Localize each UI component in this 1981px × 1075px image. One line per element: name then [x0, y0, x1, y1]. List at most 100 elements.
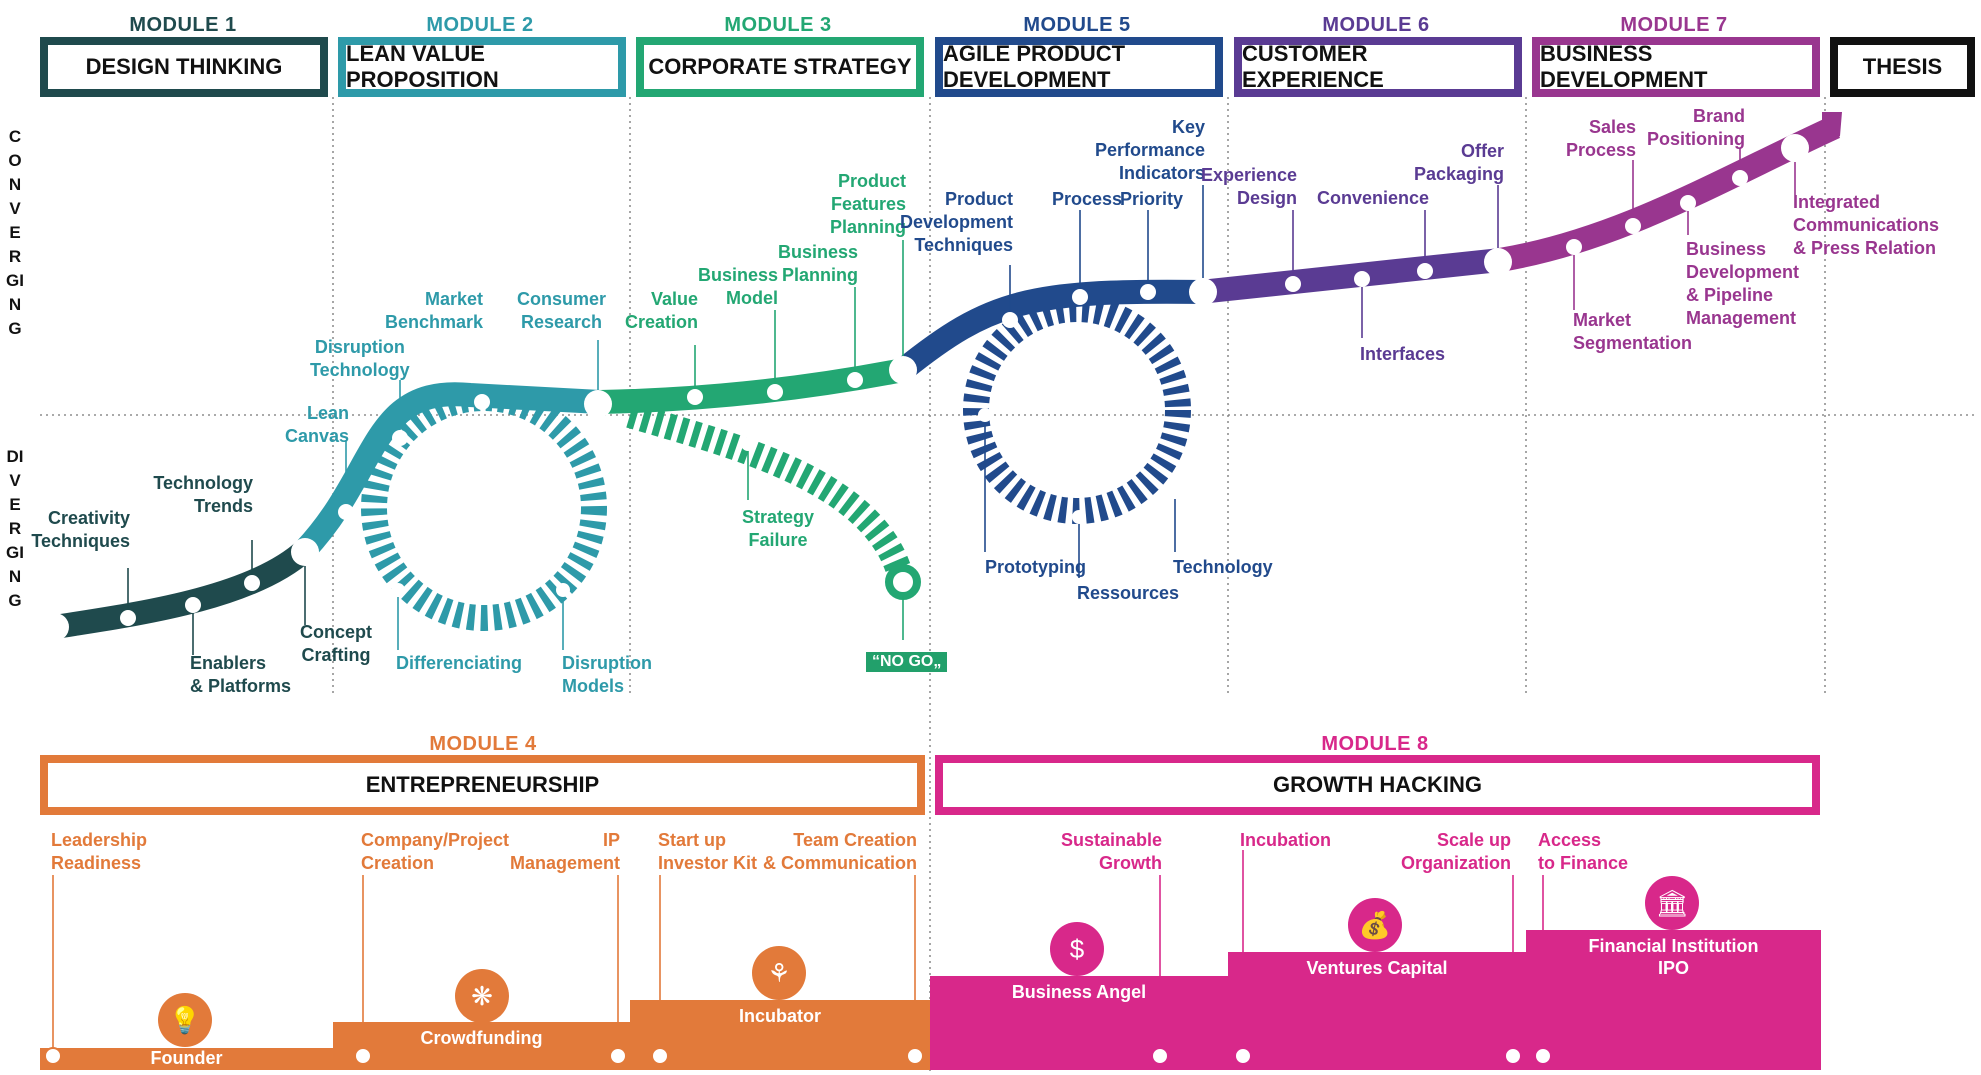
label-market-benchmark: Market Benchmark — [384, 289, 483, 332]
m4-item-ip-management: IP Management — [509, 830, 620, 873]
module2-box: LEAN VALUE PROPOSITION — [338, 37, 626, 97]
node-disruption-tech — [392, 430, 408, 446]
network-icon: ❋ — [455, 969, 509, 1023]
path-module1 — [43, 538, 317, 639]
module6-box: CUSTOMER EXPERIENCE — [1234, 37, 1522, 97]
node-brand — [1732, 170, 1748, 186]
label-disruption-technology: Disruption Technology — [310, 337, 410, 380]
node-lean — [338, 504, 354, 520]
label-key-performance-indicators: Key Performance Indicators — [1094, 117, 1205, 183]
m4-item-team-creation: Team Creation & Communication — [762, 830, 917, 873]
module6-tag: MODULE 6 — [1322, 14, 1430, 36]
label-convenience: Convenience — [1316, 188, 1429, 208]
node-priority — [1140, 284, 1156, 300]
label-offer-packaging: Offer Packaging — [1413, 141, 1504, 184]
node-offer — [1484, 248, 1512, 276]
m8-item-incubation: Incubation — [1240, 830, 1331, 850]
node-strategy-failure — [741, 437, 755, 451]
module5-box: AGILE PRODUCT DEVELOPMENT — [935, 37, 1223, 97]
m8-item-sustainable-growth: Sustainable Growth — [1060, 830, 1162, 873]
path-module2 — [296, 382, 601, 559]
node-kpi — [1189, 278, 1217, 306]
label-lean-canvas: Lean Canvas — [284, 403, 349, 446]
node-diff — [391, 583, 405, 597]
step-financial-institution-ipo: Financial Institution IPO — [1588, 936, 1759, 978]
label-ressources: Ressources — [1077, 583, 1180, 603]
label-sales-process: Sales Process — [1565, 117, 1636, 160]
module1-box: DESIGN THINKING — [40, 37, 328, 97]
ring-module2 — [361, 385, 607, 631]
node-integrated — [1781, 134, 1809, 162]
node-market-seg — [1566, 239, 1582, 255]
label-differenciating: Differenciating — [396, 653, 523, 673]
label-product-features-planning: Product Features Planning — [830, 171, 906, 237]
node-enablers — [185, 597, 201, 613]
label-integrated-communications: Integrated Communications & Press Relati… — [1793, 192, 1940, 258]
node-value — [687, 389, 703, 405]
step-founder: Founder — [150, 1048, 223, 1068]
lightbulb-icon: 💡 — [158, 993, 212, 1047]
diverging-label: DIVERGING — [6, 447, 24, 610]
node-process — [1072, 289, 1088, 305]
node-trends — [244, 575, 260, 591]
node-product-features — [889, 356, 917, 384]
converging-label: CONVERGING — [6, 127, 24, 338]
node-technology — [1168, 485, 1182, 499]
label-experience-design: Experience Design — [1200, 165, 1297, 208]
module4-box: ENTREPRENEURSHIP — [40, 755, 925, 815]
label-enablers-platforms: Enablers & Platforms — [190, 653, 292, 696]
path-nodes — [41, 134, 1809, 641]
module7-box: BUSINESS DEVELOPMENT — [1532, 37, 1820, 97]
step-crowdfunding: Crowdfunding — [420, 1028, 543, 1048]
node-consumer — [584, 390, 612, 418]
arrow-head — [1822, 112, 1842, 143]
winged-dollar-icon: $ — [1050, 922, 1104, 976]
node-ressources — [1072, 510, 1086, 524]
module3-box: CORPORATE STRATEGY — [636, 37, 924, 97]
node-business-planning — [847, 372, 863, 388]
node-prototyping — [978, 408, 992, 422]
path-module3 — [599, 358, 906, 414]
node-sales — [1625, 218, 1641, 234]
label-business-model: Business Model — [697, 265, 778, 308]
grid-lines — [40, 97, 1975, 1075]
label-strategy-failure: Strategy Failure — [742, 507, 815, 550]
module5-tag: MODULE 5 — [1023, 14, 1131, 36]
module3-tag: MODULE 3 — [724, 14, 832, 36]
thesis-box: THESIS — [1830, 37, 1975, 97]
m8-item-access-to-finance: Access to Finance — [1538, 830, 1629, 873]
label-business-planning: Business Planning — [777, 242, 858, 285]
path-module6 — [1198, 248, 1502, 304]
label-consumer-research: Consumer Research — [517, 289, 607, 332]
ring-module5 — [963, 296, 1191, 524]
node-creativity — [120, 610, 136, 626]
label-process: Process — [1052, 189, 1123, 209]
node-experience — [1285, 276, 1301, 292]
step-ventures-capital: Ventures Capital — [1306, 958, 1448, 978]
step-business-angel: Business Angel — [1011, 982, 1147, 1002]
node-bizdev — [1680, 195, 1696, 211]
node-disruption-models — [556, 583, 570, 597]
step-incubator: Incubator — [738, 1006, 821, 1026]
label-market-segmentation: Market Segmentation — [1573, 310, 1693, 353]
label-technology-trends: Technology Trends — [153, 473, 253, 516]
node-interfaces — [1354, 271, 1370, 287]
module8-box: GROWTH HACKING — [935, 755, 1820, 815]
label-concept-crafting: Concept Crafting — [300, 622, 372, 665]
m8-item-scale-up-organization: Scale up Organization — [1400, 830, 1511, 873]
module2-tag: MODULE 2 — [426, 14, 534, 36]
label-product-development-techniques: Product Development Techniques — [899, 189, 1013, 255]
module1-tag: MODULE 1 — [129, 14, 237, 36]
bottom-nodes — [44, 1047, 1552, 1065]
branch-strategy-failure — [626, 402, 915, 586]
node-pdt — [1002, 312, 1018, 328]
m4-item-startup-investor-kit: Start up Investor Kit — [658, 830, 758, 873]
label-creativity-techniques: Creativity Techniques — [31, 508, 130, 551]
m4-item-leadership-readiness: Leadership Readiness — [51, 830, 148, 873]
node-concept — [291, 538, 319, 566]
label-prototyping: Prototyping — [985, 557, 1086, 577]
bank-icon: 🏛 — [1645, 876, 1699, 930]
money-bag-icon: 💰 — [1348, 898, 1402, 952]
node-nogo — [885, 564, 921, 600]
